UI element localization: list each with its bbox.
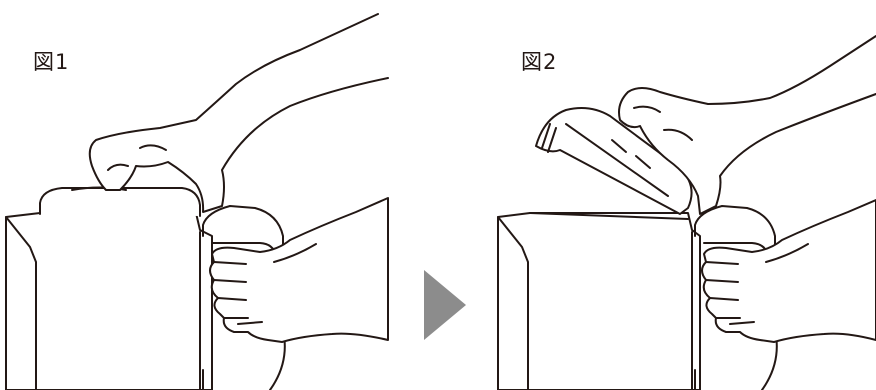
figure-2-kettle-body [498, 213, 700, 390]
figure-1-gripping-hand [210, 198, 388, 342]
figure-2-drawing [498, 36, 876, 390]
right-arrow-icon [424, 270, 466, 340]
figure-1-drawing [6, 14, 388, 390]
figure-2-gripping-hand [702, 200, 876, 342]
figure-1-kettle-lid [40, 188, 200, 217]
figure-1-pressing-hand [90, 14, 388, 212]
figure-1-kettle-body [6, 213, 212, 390]
